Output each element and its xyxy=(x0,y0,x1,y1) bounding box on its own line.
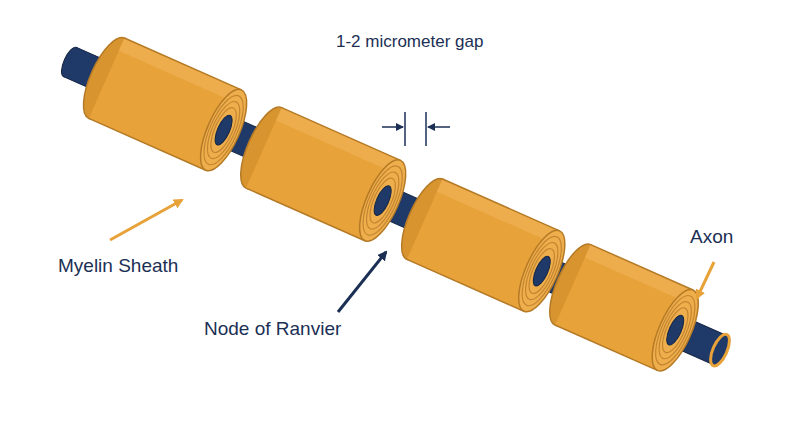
myelin-layer xyxy=(653,298,698,363)
myelin-layer xyxy=(365,175,401,226)
myelin-edge xyxy=(89,118,206,170)
myelin-edge xyxy=(407,259,524,311)
myelin-layer xyxy=(360,168,405,233)
myelin-edge xyxy=(443,179,560,231)
myelin-highlight xyxy=(276,108,401,173)
axon-section xyxy=(663,313,687,347)
part-label: Axon xyxy=(690,226,733,249)
axon-section xyxy=(371,183,395,217)
myelin-edge xyxy=(246,188,365,241)
myelin-segment xyxy=(231,101,415,247)
myelin-segment xyxy=(392,172,574,317)
part-label: Node of Ranvier xyxy=(204,318,341,341)
axon-end xyxy=(707,332,734,369)
myelin-highlight xyxy=(585,245,693,303)
axon-section xyxy=(530,254,554,288)
myelin-edge xyxy=(124,38,241,90)
myelin-layer xyxy=(201,97,246,162)
axon-rod xyxy=(47,19,745,393)
axon-section xyxy=(212,113,236,147)
myelin-highlight xyxy=(437,179,560,244)
node-leader xyxy=(338,252,386,312)
myelin-highlight xyxy=(119,38,242,103)
gap-dimension xyxy=(382,112,450,146)
myelin-layer xyxy=(206,104,242,155)
myelin-layer xyxy=(657,305,693,356)
myelin-leader xyxy=(110,200,182,240)
myelin-edge xyxy=(591,245,693,290)
myelin-segment xyxy=(540,238,707,377)
myelin-layer xyxy=(355,161,410,240)
axon-leader xyxy=(697,262,714,298)
myelin-layer xyxy=(648,291,703,370)
part-label: Myelin Sheath xyxy=(58,255,178,278)
myelin-edge xyxy=(555,325,657,370)
myelin-segment xyxy=(74,31,256,176)
dimension-label: 1-2 micrometer gap xyxy=(336,32,483,52)
myelin-edge xyxy=(282,108,401,161)
